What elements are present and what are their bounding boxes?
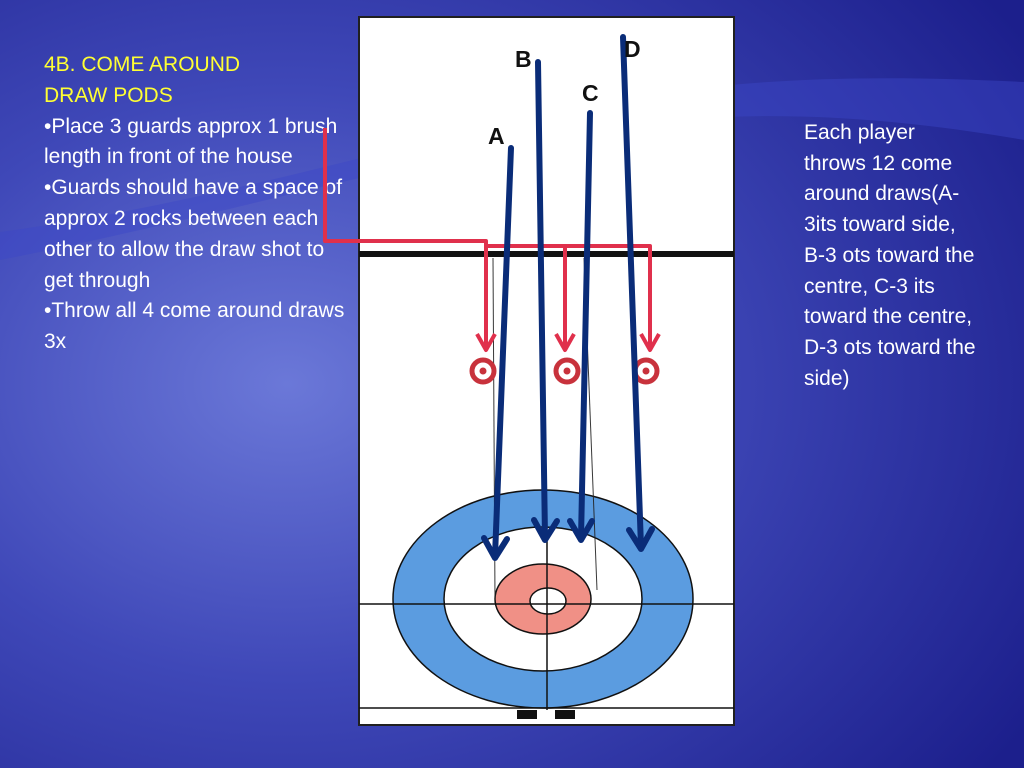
draw-arrow-c [567,110,595,543]
bullet-spacing: •Guards should have a space of approx 2 … [44,176,343,292]
slide-title: 4B. COME AROUND DRAW PODS [44,53,241,107]
bullet-guards: •Place 3 guards approx 1 brush length in… [44,114,338,169]
side-note: Each player throws 12 come around draws(… [804,121,976,390]
draw-arrow-b [531,59,560,543]
instructions-text: 4B. COME AROUND DRAW PODS •Place 3 guard… [44,50,350,358]
shot-label-c: C [582,80,599,106]
shot-label-b: B [515,46,532,72]
button [529,587,567,615]
shot-label-d: D [624,36,641,62]
draw-arrow-d [620,34,655,552]
guard-stone [632,357,660,385]
guard-stone [553,357,581,385]
hack-right [555,710,575,719]
bullet-throw: •Throw all 4 come around draws 3x [44,299,345,354]
guard-stone [469,357,497,385]
draw-arrows [481,34,655,561]
draw-arrow-a [481,145,514,561]
hack-left [517,710,537,719]
shot-label-a: A [488,123,505,149]
house [392,489,694,709]
